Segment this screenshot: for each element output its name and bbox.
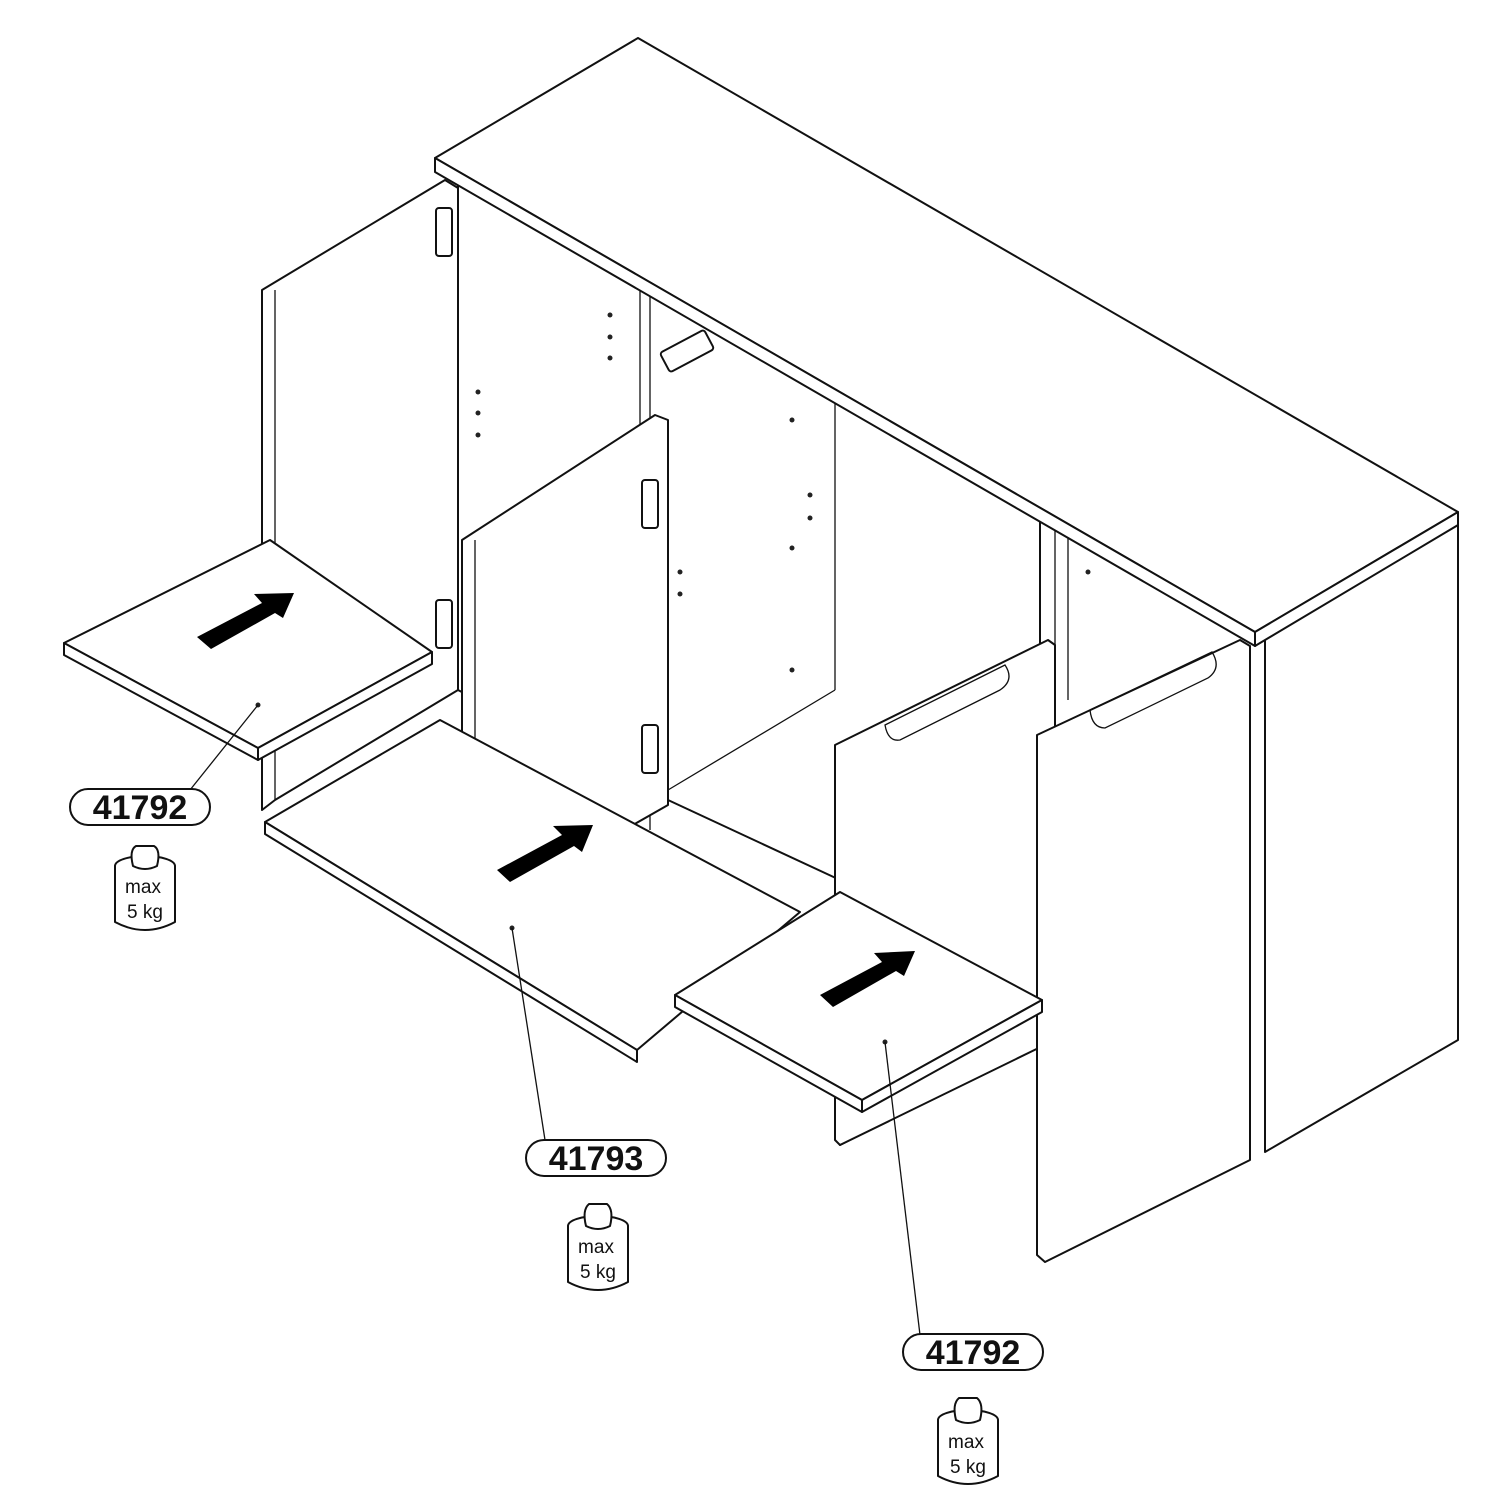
leader-lines [189,702,921,1336]
insert-arrow-icon [497,825,593,882]
part-number-label: 41793 [549,1140,644,1178]
hinge [641,724,659,774]
insert-arrow-icon [197,593,294,649]
svg-text:max: max [125,877,161,898]
shelf-middle [264,719,801,1063]
right-door [1036,639,1251,1263]
svg-text:5 kg: 5 kg [127,902,163,923]
hinge [659,329,715,373]
shelf-left [63,539,433,761]
weight-icon: max 5 kg [937,1397,999,1485]
callout-part-41792-left: 41792 max 5 kg [69,788,211,931]
hinge [435,207,453,257]
hinge [435,599,453,649]
weight-icon: max 5 kg [114,845,176,931]
callout-part-41792-right: 41792 max 5 kg [902,1333,1044,1485]
svg-text:max: max [578,1237,614,1258]
shelf-right [674,891,1043,1113]
part-number-label: 41792 [926,1334,1021,1372]
svg-text:max: max [948,1432,984,1453]
cabinet [261,37,1459,1263]
shelf-pin-holes [475,312,1091,673]
svg-text:5 kg: 5 kg [950,1457,986,1478]
hinge [641,479,659,529]
weight-icon: max 5 kg [567,1203,629,1291]
svg-text:5 kg: 5 kg [580,1262,616,1283]
top-panel-side-edge [1254,511,1459,647]
callout-part-41793: 41793 max 5 kg [525,1139,667,1291]
insert-arrow-icon [820,951,915,1007]
part-number-label: 41792 [93,789,188,827]
